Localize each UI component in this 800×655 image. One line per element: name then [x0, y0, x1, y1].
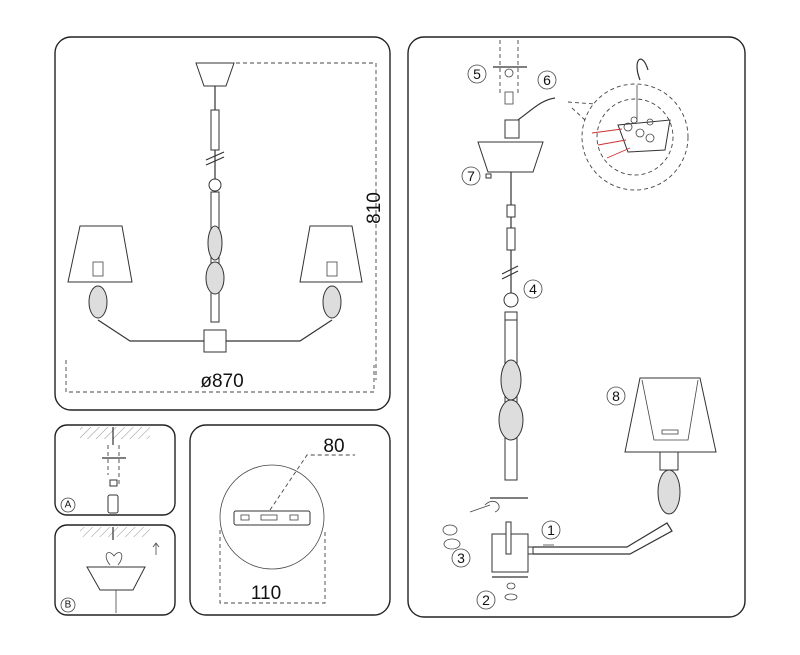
- svg-text:1: 1: [547, 522, 555, 538]
- callout-1: 1: [541, 520, 561, 540]
- step-a-label: A: [65, 500, 72, 511]
- callout-6: 6: [537, 70, 557, 90]
- callout-4: 4: [523, 279, 543, 299]
- mounting-bar: [233, 510, 311, 526]
- mount-plate-panel: 80 110: [189, 424, 391, 616]
- lamp-shade-right: [299, 225, 363, 283]
- hook-icon: [636, 58, 649, 81]
- callout-3: 3: [451, 548, 471, 568]
- svg-text:2: 2: [482, 592, 490, 608]
- lamp-shade-left: [67, 225, 133, 283]
- height-dimension-line: [236, 62, 377, 380]
- hole-spacing-label: 80: [323, 436, 344, 457]
- screwdriver-icon: [107, 494, 119, 514]
- canopy: [86, 566, 146, 591]
- svg-text:6: 6: [543, 72, 551, 88]
- canopy: [477, 141, 544, 173]
- canopy-outline: [219, 464, 325, 570]
- canopy-width-label: 110: [251, 583, 281, 604]
- svg-text:7: 7: [467, 168, 475, 184]
- height-label: 810: [364, 192, 385, 224]
- svg-text:5: 5: [473, 66, 481, 82]
- svg-text:4: 4: [529, 281, 537, 297]
- callout-2: 2: [476, 590, 496, 610]
- step-b-panel: B: [54, 524, 176, 616]
- diameter-dimension-line: [65, 360, 375, 393]
- svg-text:8: 8: [612, 388, 620, 404]
- callout-5: 5: [467, 64, 487, 84]
- canopy: [195, 62, 235, 87]
- wiring-detail-callout: [581, 83, 689, 191]
- arm: [533, 522, 673, 555]
- lamp-shade: [624, 377, 717, 453]
- overview-panel: 810 ø870: [54, 36, 391, 411]
- step-a-panel: A: [54, 424, 176, 516]
- arms: [97, 319, 333, 342]
- step-b-label: B: [65, 600, 72, 611]
- callout-7: 7: [461, 166, 481, 186]
- assembly-panel: 1 2 3 4 5 6 7 8: [407, 36, 746, 618]
- hook-icon: [504, 68, 514, 78]
- hub: [203, 329, 227, 353]
- diameter-label: ø870: [200, 371, 243, 392]
- svg-text:3: 3: [457, 550, 465, 566]
- callout-8: 8: [606, 386, 626, 406]
